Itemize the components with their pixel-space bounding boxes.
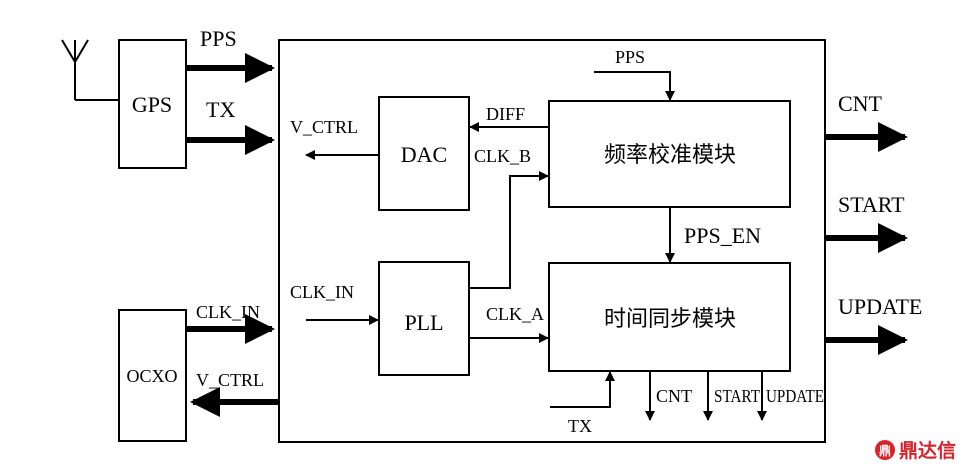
antenna-icon xyxy=(61,39,119,101)
time-sync-label: 时间同步模块 xyxy=(604,307,736,332)
pps-en-label: PPS_EN xyxy=(684,223,761,248)
freq-cal-label: 频率校准模块 xyxy=(604,143,736,168)
ocxo-block xyxy=(118,309,187,442)
gps-pps-label: PPS xyxy=(200,26,237,51)
dac-block xyxy=(378,96,470,211)
gps-label: GPS xyxy=(132,92,172,117)
start-out-label: START xyxy=(838,192,905,217)
cnt-out-label: CNT xyxy=(838,91,883,116)
ocxo-label: OCXO xyxy=(126,366,177,386)
ocxo-clkin-label: CLK_IN xyxy=(196,302,260,322)
ocxo-vctrl-label: V_CTRL xyxy=(196,370,264,390)
diff-label: DIFF xyxy=(486,104,525,124)
clk-a-label: CLK_A xyxy=(486,304,544,324)
clk-b-label: CLK_B xyxy=(474,146,531,166)
pll-block xyxy=(378,261,470,376)
watermark-logo: 鼎 鼎达信 xyxy=(875,439,956,462)
dac-label: DAC xyxy=(401,142,447,167)
gps-tx-label: TX xyxy=(206,97,235,122)
time-sync-module xyxy=(548,262,791,372)
dac-vctrl-label: V_CTRL xyxy=(290,117,358,137)
clk-b-arrow xyxy=(470,171,549,289)
watermark-text: 鼎达信 xyxy=(899,439,956,462)
update-out-label: UPDATE xyxy=(838,294,922,319)
watermark-icon-glyph: 鼎 xyxy=(879,444,891,458)
start-small-label: START xyxy=(714,386,760,406)
update-small-label: UPDATE xyxy=(766,386,824,406)
pps-in-label: PPS xyxy=(615,47,645,67)
pll-label: PLL xyxy=(404,310,443,335)
cnt-small-label: CNT xyxy=(656,386,692,406)
watermark-icon xyxy=(875,440,895,460)
tx-in-arrow xyxy=(550,371,615,408)
pps-in-arrow xyxy=(594,71,675,101)
tx-in-label: TX xyxy=(568,416,592,436)
gps-block xyxy=(118,39,187,169)
pll-clkin-label: CLK_IN xyxy=(290,282,354,302)
